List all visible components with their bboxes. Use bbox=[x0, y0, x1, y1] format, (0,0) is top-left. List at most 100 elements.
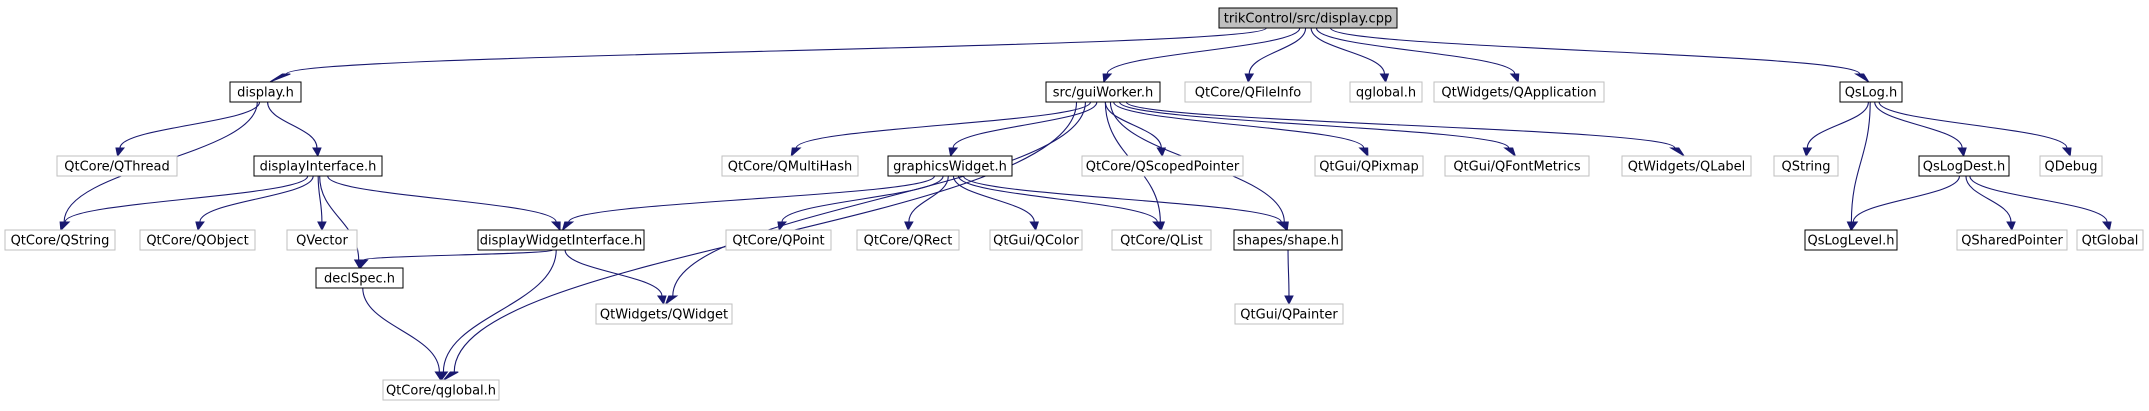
node-label: trikControl/src/display.cpp bbox=[1224, 12, 1392, 27]
node-label: QString bbox=[1781, 160, 1830, 175]
node-qvector[interactable]: QVector bbox=[286, 229, 358, 251]
node-qslogdest-h[interactable]: QsLogDest.h bbox=[1918, 155, 2010, 177]
edge-shape_h-to-qpainter bbox=[1284, 249, 1294, 306]
node-box bbox=[1773, 155, 1839, 177]
edge-guiworker_h-to-graphicswidget_h bbox=[948, 101, 1098, 158]
node-box bbox=[1839, 81, 1903, 103]
arrowhead bbox=[904, 221, 914, 232]
node-qsharedpointer[interactable]: QSharedPointer bbox=[1956, 229, 2068, 251]
arrowhead bbox=[195, 221, 205, 232]
node-box bbox=[315, 267, 404, 289]
arrowhead bbox=[1503, 147, 1517, 158]
node-box bbox=[139, 229, 256, 251]
arrowhead bbox=[561, 221, 575, 232]
edge-declspec_h-to-qtcore_qglobal bbox=[362, 287, 445, 382]
node-box bbox=[253, 155, 383, 177]
edge-line bbox=[1113, 101, 1365, 149]
edge-qslog_h-to-qslogdest_h bbox=[1874, 101, 1967, 158]
edge-line bbox=[1878, 101, 2068, 149]
node-qglobal-h[interactable]: qglobal.h bbox=[1349, 81, 1423, 103]
edge-display_cpp-to-qapplication bbox=[1315, 27, 1520, 84]
node-declspec-h[interactable]: declSpec.h bbox=[315, 267, 404, 289]
node-qapplication[interactable]: QtWidgets/QApplication bbox=[1433, 81, 1605, 103]
node-label: QsLog.h bbox=[1845, 86, 1898, 101]
node-label: QtCore/QString bbox=[11, 234, 110, 249]
node-qtcore-qglobal[interactable]: QtCore/qglobal.h bbox=[382, 379, 500, 401]
node-display-cpp[interactable]: trikControl/src/display.cpp bbox=[1218, 7, 1398, 29]
node-qpoint[interactable]: QtCore/QPoint bbox=[725, 229, 832, 251]
node-graphicswidget-h[interactable]: graphicsWidget.h bbox=[887, 155, 1013, 177]
node-box bbox=[721, 155, 859, 177]
node-qrect[interactable]: QtCore/QRect bbox=[856, 229, 960, 251]
node-qmultihash[interactable]: QtCore/QMultiHash bbox=[721, 155, 859, 177]
node-label: src/guiWorker.h bbox=[1053, 86, 1153, 101]
node-qlist[interactable]: QtCore/QList bbox=[1111, 229, 1212, 251]
edge-qslog_h-to-qstring bbox=[1802, 101, 1869, 158]
edge-guiworker_h-to-qlabel bbox=[1125, 101, 1685, 157]
node-label: QSharedPointer bbox=[1961, 234, 2063, 249]
node-qsloglevel-h[interactable]: QsLogLevel.h bbox=[1804, 229, 1898, 251]
node-qlabel[interactable]: QtWidgets/QLabel bbox=[1621, 155, 1752, 177]
node-box bbox=[595, 303, 733, 325]
edge-line bbox=[317, 175, 323, 223]
edge-line bbox=[267, 101, 318, 149]
node-label: QsLogLevel.h bbox=[1808, 234, 1895, 249]
edge-displayinterface_h-to-qobject bbox=[195, 175, 314, 232]
node-box bbox=[1184, 81, 1312, 103]
node-label: QsLogDest.h bbox=[1923, 160, 2005, 175]
arrowhead bbox=[948, 147, 959, 158]
node-displaywidgetinterface-h[interactable]: displayWidgetInterface.h bbox=[477, 229, 645, 251]
node-guiworker-h[interactable]: src/guiWorker.h bbox=[1045, 81, 1161, 103]
edge-line bbox=[1969, 175, 2108, 223]
node-shape-h[interactable]: shapes/shape.h bbox=[1233, 229, 1343, 251]
edge-layer bbox=[59, 27, 2112, 382]
node-qslog-h[interactable]: QsLog.h bbox=[1839, 81, 1903, 103]
edge-line bbox=[327, 175, 557, 223]
edge-graphicswidget_h-to-qpoint bbox=[777, 175, 944, 232]
node-qscopedpointer[interactable]: QtCore/QScopedPointer bbox=[1081, 155, 1244, 177]
edge-line bbox=[564, 249, 663, 297]
arrowhead bbox=[664, 295, 679, 306]
node-qthread[interactable]: QtCore/QThread bbox=[56, 155, 178, 177]
edge-display_cpp-to-display_h bbox=[269, 27, 1267, 83]
node-qfontmetrics[interactable]: QtGui/QFontMetrics bbox=[1444, 155, 1590, 177]
node-qcolor[interactable]: QtGui/QColor bbox=[989, 229, 1083, 251]
edge-guiworker_h-to-qpixmap bbox=[1113, 101, 1369, 158]
node-display-h[interactable]: display.h bbox=[229, 81, 302, 103]
node-label: qglobal.h bbox=[1356, 86, 1416, 101]
node-qfileinfo[interactable]: QtCore/QFileInfo bbox=[1184, 81, 1312, 103]
edge-line bbox=[1248, 27, 1307, 75]
node-qtglobal[interactable]: QtGlobal bbox=[2076, 229, 2144, 251]
node-qstring-core[interactable]: QtCore/QString bbox=[4, 229, 116, 251]
arrowhead bbox=[1957, 147, 1967, 158]
edge-line bbox=[285, 27, 1267, 75]
edge-line bbox=[1125, 101, 1676, 149]
edge-graphicswidget_h-to-qcolor bbox=[952, 175, 1039, 232]
node-qobject[interactable]: QtCore/QObject bbox=[139, 229, 256, 251]
node-qstring[interactable]: QString bbox=[1773, 155, 1839, 177]
node-label: graphicsWidget.h bbox=[893, 160, 1007, 175]
edge-line bbox=[362, 249, 554, 261]
edge-line bbox=[781, 175, 944, 223]
node-box bbox=[286, 229, 358, 251]
arrowhead bbox=[790, 147, 802, 158]
node-displayinterface-h[interactable]: displayInterface.h bbox=[253, 155, 383, 177]
node-box bbox=[1621, 155, 1752, 177]
arrowhead bbox=[656, 295, 667, 306]
edge-line bbox=[442, 249, 557, 373]
edge-line bbox=[952, 175, 1035, 223]
node-box bbox=[229, 81, 302, 103]
node-box bbox=[725, 229, 832, 251]
node-label: shapes/shape.h bbox=[1237, 234, 1339, 249]
node-qpainter[interactable]: QtGui/QPainter bbox=[1234, 303, 1344, 325]
node-qpixmap[interactable]: QtGui/QPixmap bbox=[1314, 155, 1424, 177]
node-box bbox=[382, 379, 500, 401]
node-qwidget[interactable]: QtWidgets/QWidget bbox=[595, 303, 733, 325]
node-box bbox=[1081, 155, 1244, 177]
node-label: QtCore/QThread bbox=[64, 160, 170, 175]
node-qdebug[interactable]: QDebug bbox=[2039, 155, 2103, 177]
node-label: QtCore/QScopedPointer bbox=[1086, 160, 1240, 175]
edge-line bbox=[952, 101, 1098, 149]
edge-graphicswidget_h-to-qrect bbox=[904, 175, 949, 232]
